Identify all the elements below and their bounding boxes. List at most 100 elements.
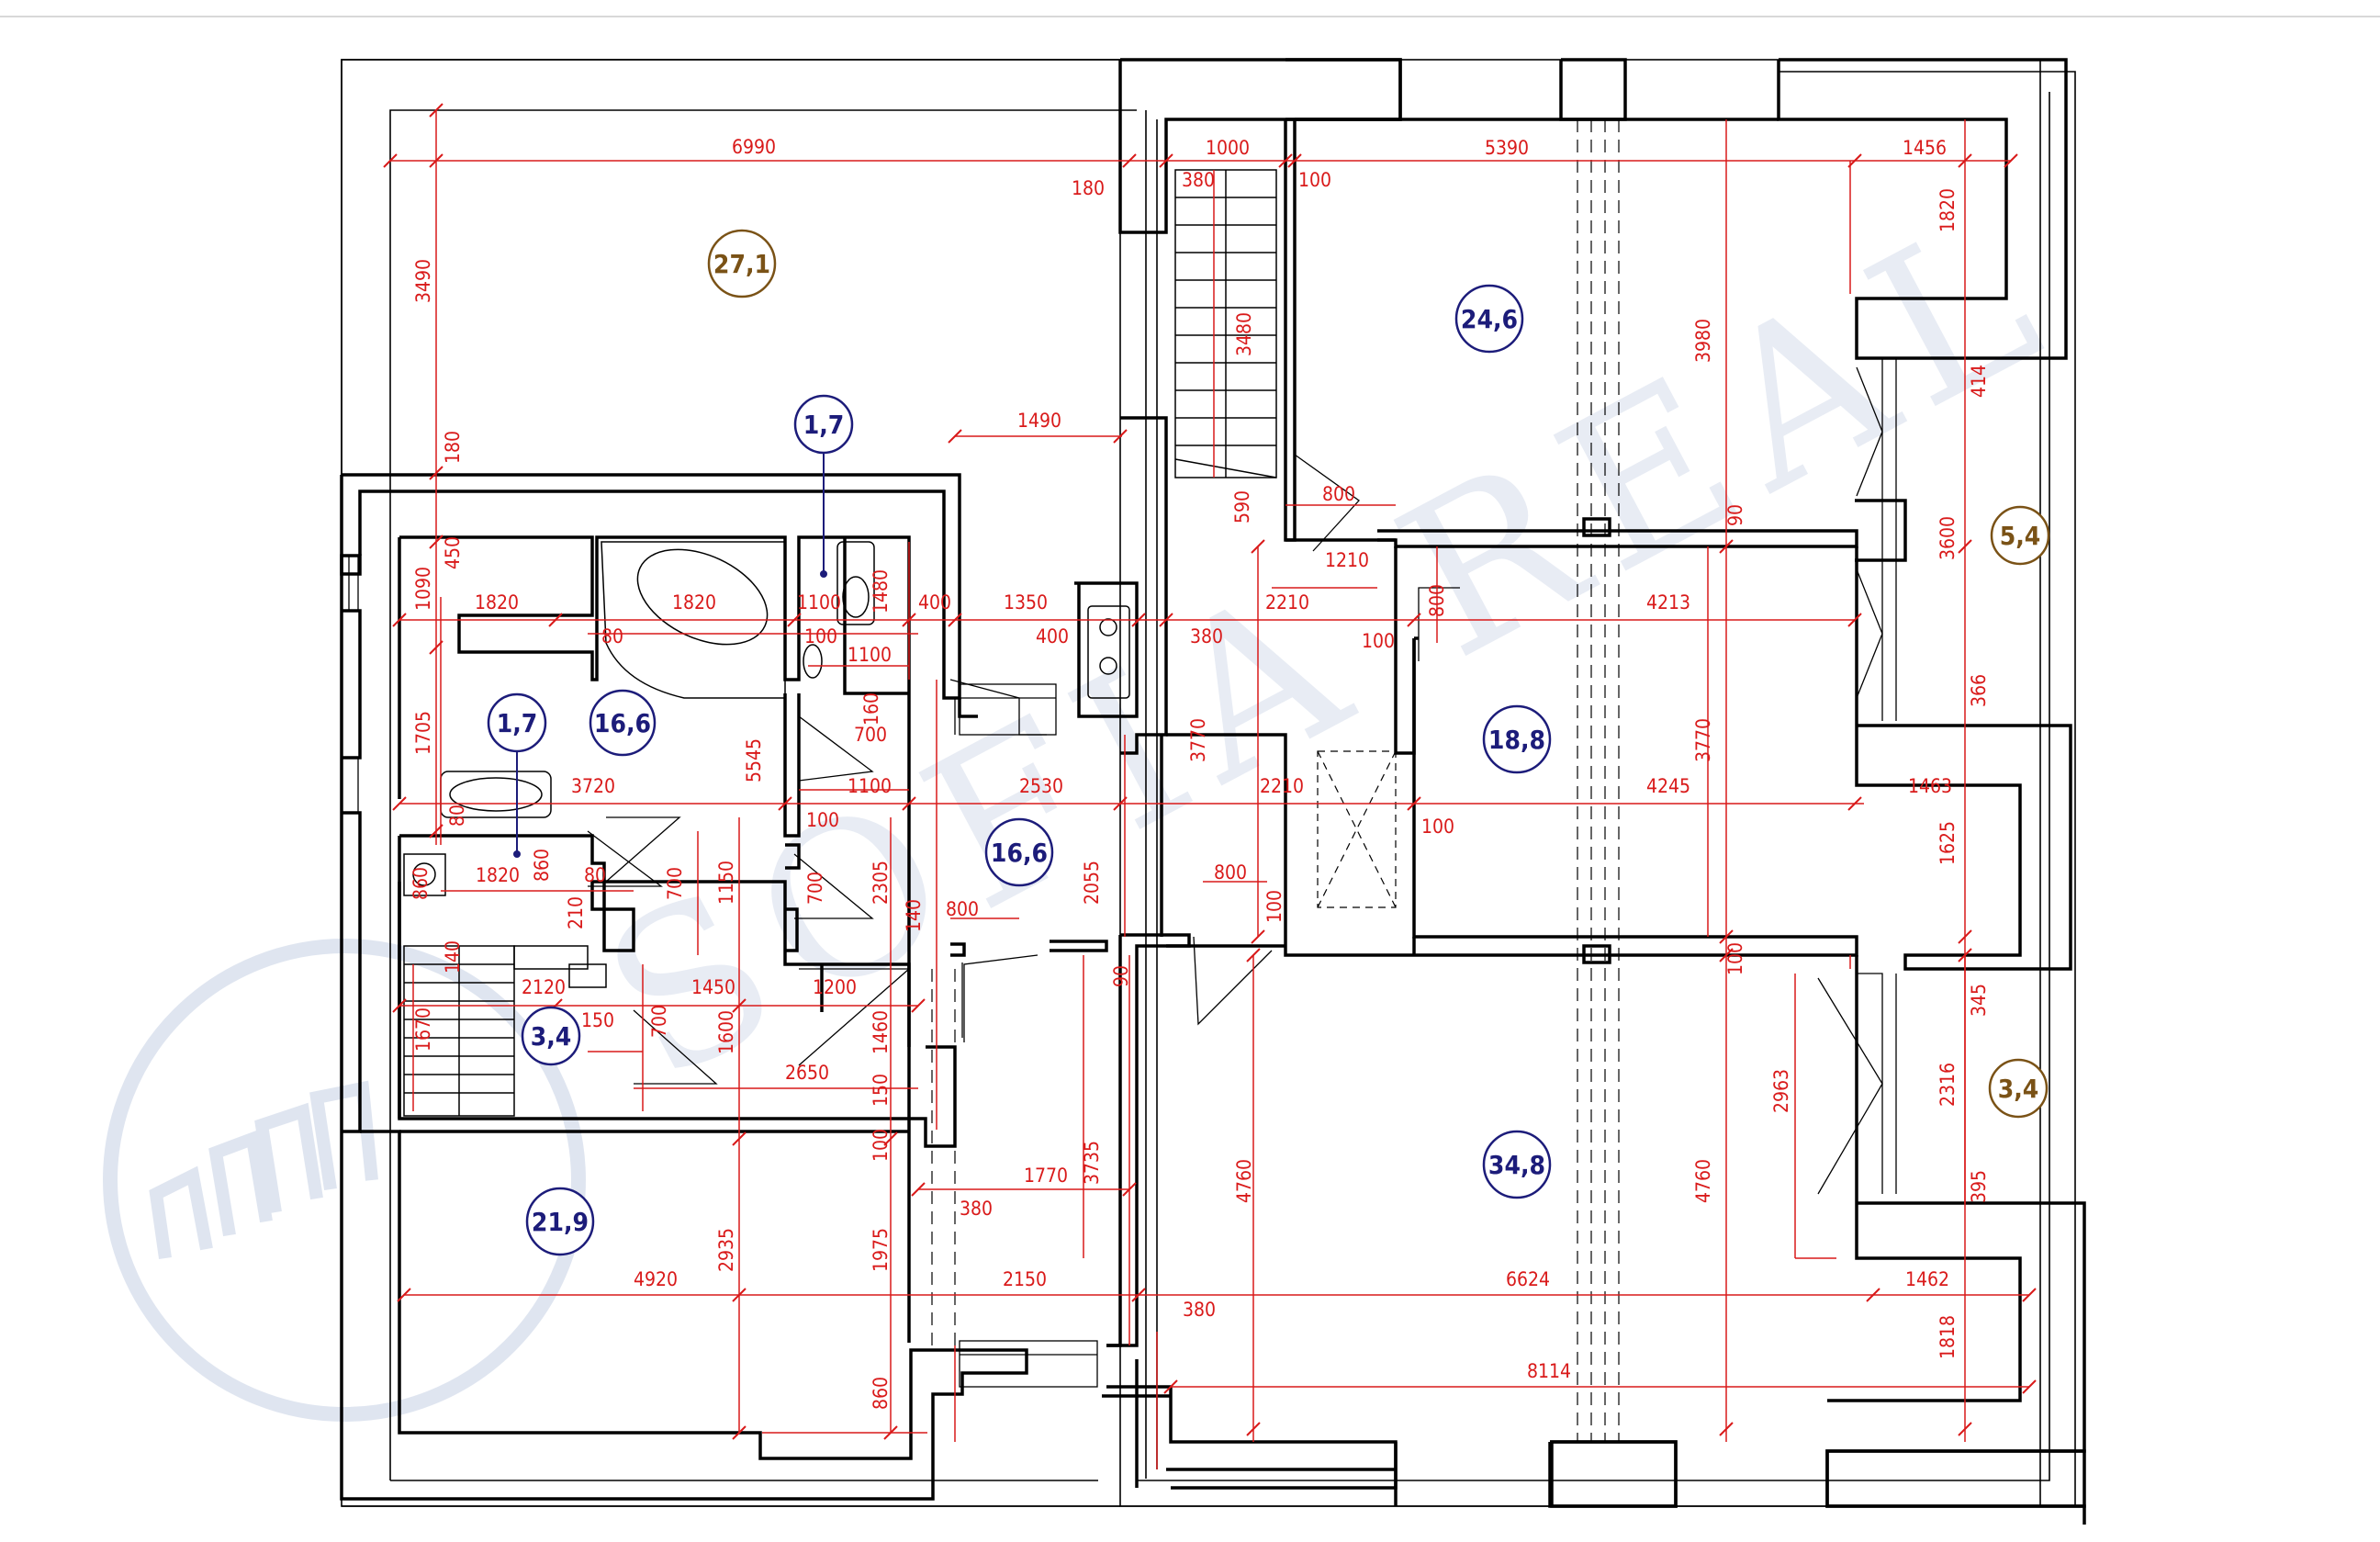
area-bathroom-16-6: 16,6 (589, 689, 657, 757)
dim-label: 395 (1968, 1170, 1990, 1203)
dim-label: 3480 (1233, 312, 1255, 356)
dim-label: 1456 (1903, 137, 1947, 159)
dim-label: 3980 (1692, 319, 1714, 363)
dim-label: 700 (664, 867, 686, 900)
dim-label: 1150 (715, 861, 737, 905)
dim-label: 2530 (1019, 775, 1063, 797)
dim-label: 160 (860, 692, 882, 726)
dim-label: 3720 (571, 775, 615, 797)
area-room-24-6: 24,6 (1454, 284, 1524, 354)
dim-label: 4760 (1233, 1159, 1255, 1203)
dim-label: 2316 (1937, 1063, 1959, 1107)
dim-label: 1463 (1908, 775, 1952, 797)
dim-label: 90 (1724, 504, 1746, 526)
dim-label: 1820 (672, 591, 716, 613)
stair (1174, 169, 1277, 478)
dim-label: 1490 (1017, 410, 1061, 432)
dim-label: 1100 (848, 644, 892, 666)
dim-label: 1462 (1905, 1268, 1949, 1290)
dim-label: 4245 (1646, 775, 1690, 797)
dim-label: 6624 (1506, 1268, 1550, 1290)
dim-label: 210 (565, 896, 587, 929)
dim-label: 1350 (1004, 591, 1048, 613)
dim-label: 400 (1036, 625, 1069, 647)
area-room-18-8: 18,8 (1482, 704, 1552, 774)
dim-label: 5545 (743, 738, 765, 782)
dim-label: 1000 (1206, 137, 1250, 159)
dim-label: 100 (1421, 816, 1454, 838)
dim-label: 150 (870, 1074, 892, 1107)
area-value: 3,4 (531, 1021, 572, 1052)
area-balcony-3-4: 3,4 (1988, 1058, 2049, 1119)
dim-label: 100 (806, 809, 839, 831)
dim-label: 1200 (813, 976, 857, 998)
dimension-lines (390, 110, 2029, 1469)
dim-label: 1820 (475, 591, 519, 613)
dim-label: 4920 (634, 1268, 678, 1290)
windows (348, 357, 1897, 1388)
dim-label: 700 (854, 724, 887, 746)
area-balcony-5-4: 5,4 (1990, 505, 2050, 566)
dim-label: 3770 (1692, 718, 1714, 762)
area-hall-16-6: 16,6 (984, 817, 1054, 887)
area-value: 16,6 (991, 838, 1048, 868)
dim-label: 1820 (476, 864, 520, 886)
area-value: 1,7 (497, 708, 538, 738)
dim-label: 860 (531, 849, 553, 882)
walls (340, 58, 2086, 1525)
dim-label: 1480 (870, 569, 892, 613)
dim-label: 100 (1724, 942, 1746, 975)
area-value: 24,6 (1461, 304, 1518, 334)
dim-label: 2650 (785, 1062, 829, 1084)
dim-label: 700 (804, 872, 826, 905)
area-value: 16,6 (594, 708, 651, 738)
dim-label: 1600 (715, 1010, 737, 1054)
area-sauna-3-4: 3,4 (521, 1006, 581, 1066)
dimension-labels: 6990 180 1000 380 100 5390 1456 1820 349… (410, 136, 1990, 1410)
dim-label: 1705 (412, 711, 434, 755)
dim-label: 414 (1968, 365, 1990, 398)
dim-label: 2963 (1770, 1069, 1792, 1113)
dim-label: 2935 (715, 1228, 737, 1272)
dim-label: 2305 (870, 861, 892, 905)
dimension-ticks (383, 103, 2037, 1440)
void-box (1317, 750, 1397, 908)
dim-label: 180 (442, 431, 464, 464)
bath-fixtures (403, 541, 1130, 896)
dim-label: 590 (1231, 490, 1253, 523)
dim-label: 1670 (412, 1007, 434, 1052)
area-room-21-9: 21,9 (525, 1187, 595, 1256)
area-value: 3,4 (1998, 1074, 2039, 1104)
area-room-34-8: 34,8 (1482, 1130, 1552, 1199)
dim-label: 1625 (1937, 821, 1959, 865)
dim-label: 80 (584, 864, 606, 886)
dim-label: 380 (1183, 1299, 1216, 1321)
area-value: 34,8 (1488, 1150, 1545, 1180)
dim-label: 860 (410, 867, 432, 900)
dim-label: 3600 (1937, 516, 1959, 560)
watermark-logo-icon (103, 939, 586, 1422)
dim-label: 345 (1968, 984, 1990, 1017)
dim-label: 380 (1182, 169, 1215, 191)
dim-label: 3770 (1187, 718, 1209, 762)
dim-label: 1975 (870, 1228, 892, 1272)
dim-label: 1460 (870, 1010, 892, 1054)
dim-label: 8114 (1527, 1360, 1571, 1382)
dim-label: 180 (1072, 177, 1105, 199)
dim-label: 860 (870, 1377, 892, 1410)
area-wc-left: 1,7 (487, 692, 547, 858)
dim-label: 80 (446, 805, 468, 827)
dim-label: 140 (903, 899, 925, 932)
dim-label: 100 (1263, 890, 1285, 923)
sauna-bench (403, 945, 607, 1117)
area-value: 5,4 (2000, 521, 2041, 551)
dim-label: 100 (1298, 169, 1331, 191)
dim-label: 3490 (412, 259, 434, 303)
dim-label: 2055 (1081, 861, 1103, 905)
dim-label: 1820 (1937, 188, 1959, 232)
room-area-labels: 27,1 24,6 1,7 5,4 16,6 1,7 18,8 (487, 229, 2050, 1256)
dim-label: 5390 (1485, 137, 1529, 159)
dim-label: 1100 (797, 591, 841, 613)
area-wc-top: 1,7 (793, 394, 854, 578)
dim-label: 2120 (522, 976, 566, 998)
